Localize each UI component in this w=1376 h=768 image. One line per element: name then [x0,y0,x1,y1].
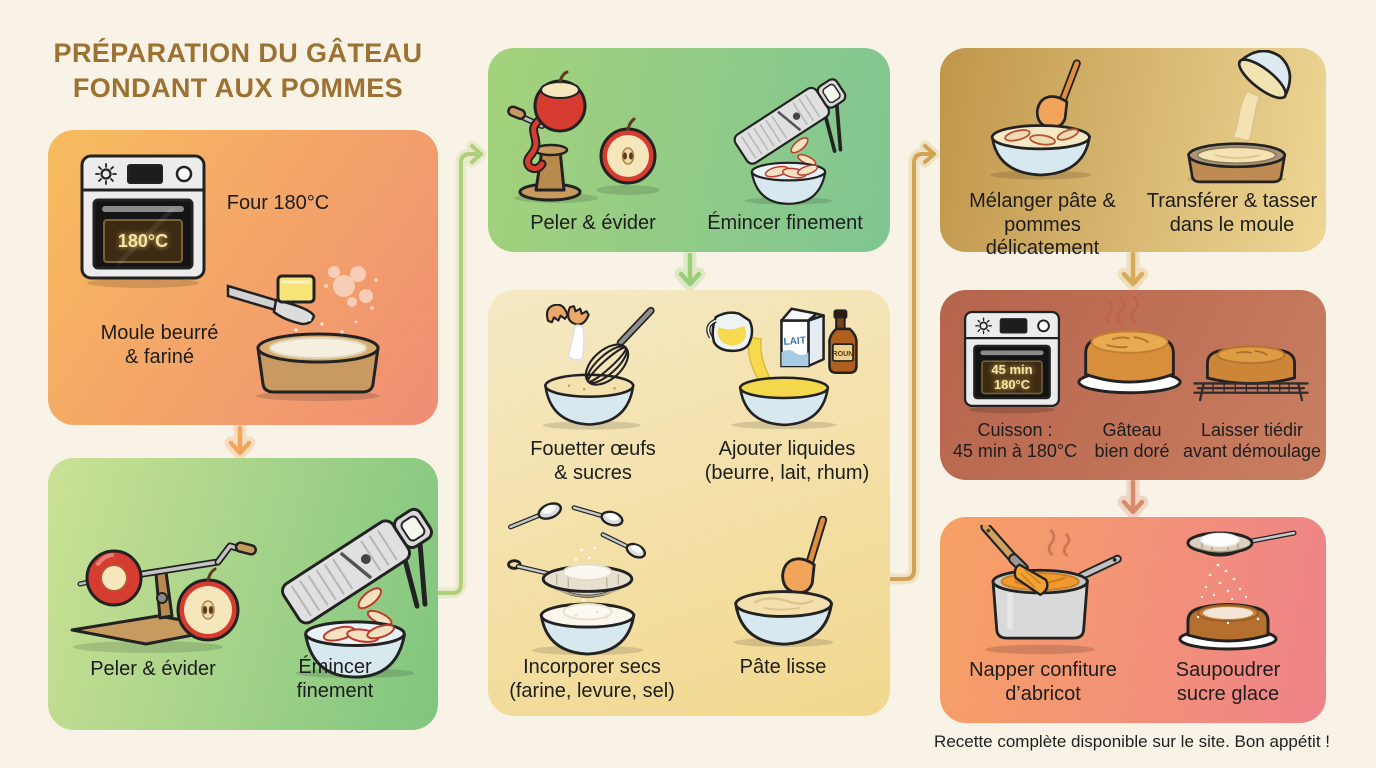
panel-finish: Napper confiture d’abricot [940,517,1326,723]
step-label: Moule beurré & fariné [100,322,219,368]
step-label: Cuisson : 45 min à 180°C [952,420,1078,462]
step-label: Émincer finement [296,656,374,702]
oven-icon: 45 min 180°C [962,310,1062,414]
mixing-bowl-icon [976,58,1111,184]
step-label: Incorporer secs (farine, levure, sel) [509,656,675,702]
panel-assemble: Mélanger pâte & pommes délicatement Tran… [940,48,1326,259]
milk-carton-label: LAIT [783,335,807,348]
step-label: Émincer finement [707,212,863,234]
arrow-preheat-to-apples [224,421,256,460]
oven-icon: 180°C [78,154,208,288]
step-label: Laisser tiédir avant démoulage [1182,420,1322,462]
butter-pan-icon [226,256,391,401]
apple-peeler-icon [506,68,671,208]
mandoline-bowl-icon [716,56,861,206]
cake-plate-icon [1074,296,1186,396]
panel-apples-mid: Peler & évider [488,48,890,252]
egg-whisk-bowl-icon [526,304,661,432]
page-title: PRÉPARATION DU GÂTEAU FONDANT AUX POMMES [53,38,423,104]
oven-display: 180°C [117,231,169,252]
panel-preheat: 180°C Four 180°C [48,130,438,425]
step-label: Transférer & tasser dans le moule [1146,190,1318,236]
step-label: Ajouter liquides (beurre, lait, rhum) [704,438,870,484]
pour-into-pan-icon [1178,50,1298,184]
step-label: Gâteau bien doré [1094,420,1170,462]
arrow-apples-to-batter [674,248,706,291]
mandoline-bowl-icon [270,478,440,680]
panel-bake: 45 min 180°C Cuisson : 45 min à 180°C Gâ… [940,290,1326,480]
apple-peeler-icon [58,506,258,654]
rum-bottle-label: ROUN [832,350,853,358]
jam-saucepan-icon [956,525,1131,657]
connector-batter-to-assemble [885,140,940,585]
dry-ingredients-icon [498,500,678,656]
sugar-sieve-icon [1160,525,1300,655]
footer-note: Recette complète disponible sur le site.… [934,732,1330,751]
smooth-batter-icon [723,516,848,648]
oven-display: 45 min 180°C [991,362,1033,393]
panel-apples-left: Peler & évider [48,458,438,730]
panel-batter: Fouetter œufs & sucres LAIT ROUN [488,290,890,716]
step-label: Pâte lisse [739,656,827,678]
cooling-rack-icon [1188,326,1314,402]
liquids-icon: LAIT ROUN [704,300,864,432]
step-label: Napper confiture d’abricot [969,659,1117,705]
step-label: Mélanger pâte & pommes délicatement [969,190,1116,260]
step-label: Fouetter œufs & sucres [530,438,656,484]
step-label: Peler & évider [530,212,656,234]
connector-apples-left-to-mid [432,140,487,599]
step-label: Four 180°C [226,192,330,214]
step-label: Saupoudrer sucre glace [1175,659,1281,705]
arrow-bake-to-finish [1117,475,1149,519]
step-label: Peler & évider [90,658,216,680]
